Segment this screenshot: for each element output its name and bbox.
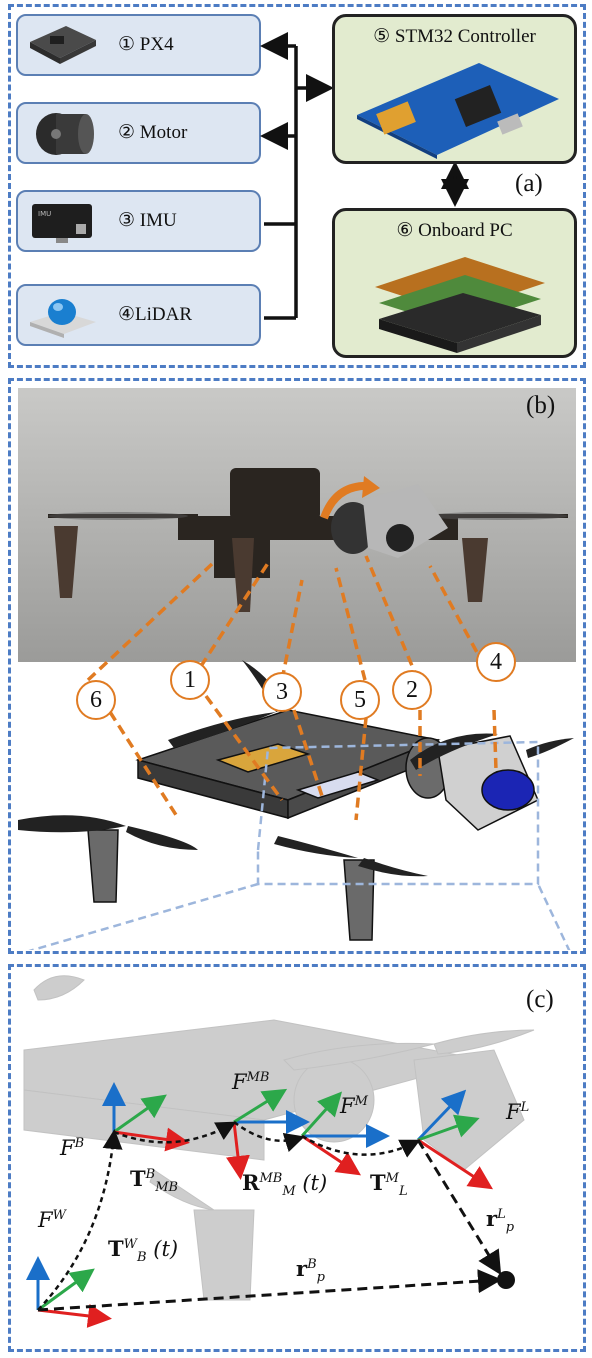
frame-label-b: FB [60,1136,85,1160]
imu-chip-text: IMU [38,210,51,218]
frame-label-w: FW [38,1208,66,1232]
motor-label: ② Motor [118,122,188,143]
drone-cad-model [18,660,574,950]
transform-t-l: TML [370,1170,408,1200]
px4-label: ① PX4 [118,34,174,55]
panel-a [8,4,586,368]
callout-1: 1 [170,660,210,700]
component-lidar: ④LiDAR [16,284,261,346]
vector-r-p-l: rLp [486,1206,515,1236]
panel-b [8,378,586,954]
panel-b-letter: (b) [526,392,556,419]
onboard-pc-label: ⑥ Onboard PC [396,220,513,241]
component-imu: IMU ③ IMU [16,190,261,252]
transform-t-b: TWB (t) [108,1236,179,1266]
onboard-pc-icon [375,257,545,353]
motor-icon [36,113,94,155]
callout-leaders [86,555,498,821]
callout-4: 4 [476,642,516,682]
transform-r-m: RMBM (t) [242,1170,328,1200]
panel-c-letter: (c) [526,986,554,1013]
frame-label-mb: FMB [232,1070,270,1094]
imu-icon: IMU [32,204,92,243]
lidar-icon [30,299,96,338]
panel-c [8,964,586,1352]
imu-label: ③ IMU [118,210,177,231]
component-motor: ② Motor [16,102,261,164]
stm32-controller-box: ⑤ STM32 Controller [332,14,577,164]
callout-2: 2 [392,670,432,710]
transform-t-mb: TBMB [130,1166,179,1196]
bus-connectors [260,32,469,320]
stm32-label: ⑤ STM32 Controller [373,26,536,47]
frame-label-l: FL [506,1100,530,1124]
callout-5: 5 [340,680,380,720]
frame-label-m: FM [340,1094,368,1118]
stm32-board-icon [357,63,559,159]
vector-r-p-b: rBp [296,1256,325,1286]
frames-diagram [23,975,535,1328]
component-px4: ① PX4 [16,14,261,76]
panel-a-letter: (a) [515,170,543,197]
callout-6: 6 [76,680,116,720]
lidar-label: ④LiDAR [118,304,193,325]
callout-3: 3 [262,672,302,712]
px4-board-icon [30,26,96,64]
onboard-pc-box: ⑥ Onboard PC [332,208,577,358]
drone-photo [18,388,576,662]
